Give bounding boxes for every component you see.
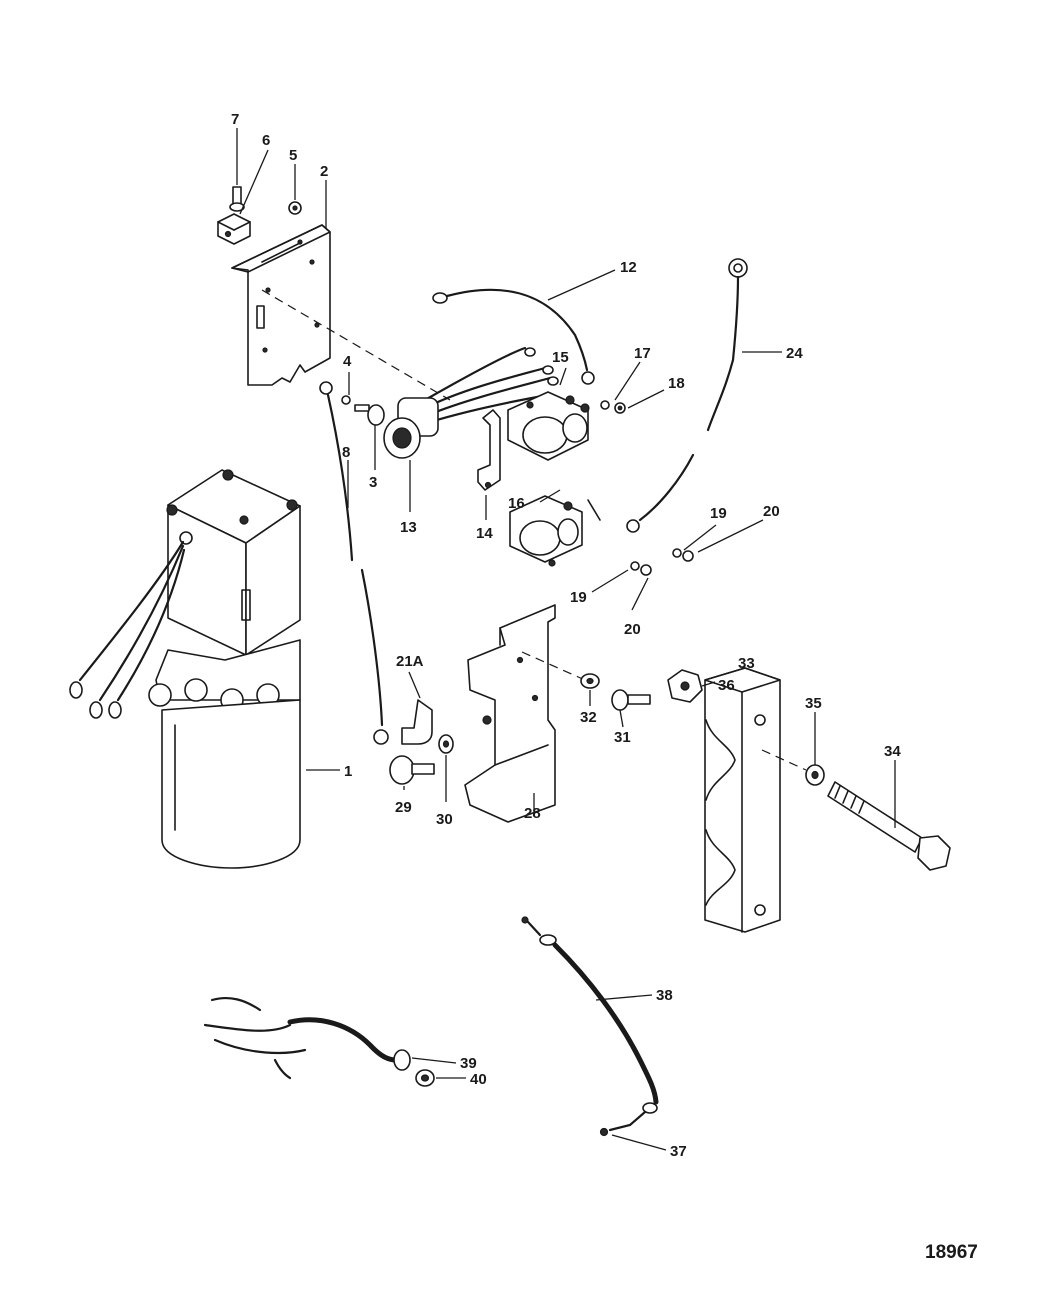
callout-13: 13: [400, 519, 417, 536]
callout-38: 38: [656, 987, 673, 1004]
callout-34: 34: [884, 743, 901, 760]
part-37-cable-end: [599, 1102, 658, 1137]
callout-8: 8: [342, 444, 350, 461]
alignment-dashed-line-3: [761, 749, 807, 771]
part-8-ground-wire: [319, 381, 389, 745]
part-39-harness: [203, 996, 411, 1080]
part-24-cable: [626, 258, 748, 533]
callout-20b: 20: [624, 621, 641, 638]
part-1-pump-motor: [69, 469, 301, 869]
callout-18: 18: [668, 375, 685, 392]
part-36-nut: [667, 669, 703, 703]
callout-12: 12: [620, 259, 637, 276]
callout-19b: 19: [570, 589, 587, 606]
callout-29: 29: [395, 799, 412, 816]
callout-4: 4: [343, 353, 352, 370]
part-30-washer: [438, 734, 454, 754]
callout-35: 35: [805, 695, 822, 712]
part-21a-elbow: [401, 699, 433, 745]
part-34-bolt: [827, 781, 951, 871]
callout-24: 24: [786, 345, 803, 362]
part-2-bracket: [231, 224, 331, 386]
part-29-bolt: [389, 755, 435, 785]
alignment-dashed-line: [261, 289, 451, 401]
part-32-washer: [580, 673, 600, 689]
callout-21a: 21A: [396, 653, 424, 670]
part-14-mount-bracket: [477, 409, 501, 491]
callout-17: 17: [634, 345, 651, 362]
callout-7: 7: [231, 111, 239, 128]
part-7-screw: [229, 186, 245, 212]
part-19-lockwasher-b: [630, 561, 640, 571]
part-15-solenoid: [507, 391, 590, 461]
part-5-nut: [288, 201, 302, 215]
part-16-solenoid: [509, 495, 601, 567]
callout-39: 39: [460, 1055, 477, 1072]
callout-40: 40: [470, 1071, 487, 1088]
callout-2: 2: [320, 163, 328, 180]
callout-30: 30: [436, 811, 453, 828]
callout-32: 32: [580, 709, 597, 726]
part-20-nut-a: [682, 550, 694, 562]
leader-lines: [236, 128, 896, 1151]
part-13-connector-harness: [383, 346, 559, 459]
part-28-mounting-bracket: [464, 604, 556, 823]
part-6-clip: [217, 213, 251, 245]
part-31-bolt: [611, 689, 651, 711]
part-20-nut-b: [640, 564, 652, 576]
callout-1: 1: [344, 763, 352, 780]
callout-19a: 19: [710, 505, 727, 522]
callout-6: 6: [262, 132, 270, 149]
part-17-lockwasher: [600, 400, 610, 410]
callout-labels: 7 6 5 2 4 3 8 13 14 12 15 17 18 24 16 19…: [231, 111, 901, 1160]
part-19-lockwasher-a: [672, 548, 682, 558]
callout-33: 33: [738, 655, 755, 672]
part-3-screw: [354, 404, 385, 426]
callout-3: 3: [369, 474, 377, 491]
part-40-clamp: [415, 1069, 435, 1087]
alignment-dashed-line-2: [521, 651, 586, 681]
part-4-washer: [341, 395, 351, 405]
callout-20a: 20: [763, 503, 780, 520]
callout-15: 15: [552, 349, 569, 366]
part-35-washer: [805, 764, 825, 786]
callout-36: 36: [718, 677, 735, 694]
part-18-nut: [614, 402, 626, 414]
part-38-cable: [521, 916, 659, 1105]
callout-14: 14: [476, 525, 493, 542]
callout-31: 31: [614, 729, 631, 746]
callout-37: 37: [670, 1143, 687, 1160]
figure-number: 18967: [925, 1242, 978, 1263]
part-33-block: [704, 667, 781, 933]
callout-5: 5: [289, 147, 297, 164]
callout-16: 16: [508, 495, 525, 512]
callout-28: 28: [524, 805, 541, 822]
part-12-wire: [432, 288, 595, 385]
